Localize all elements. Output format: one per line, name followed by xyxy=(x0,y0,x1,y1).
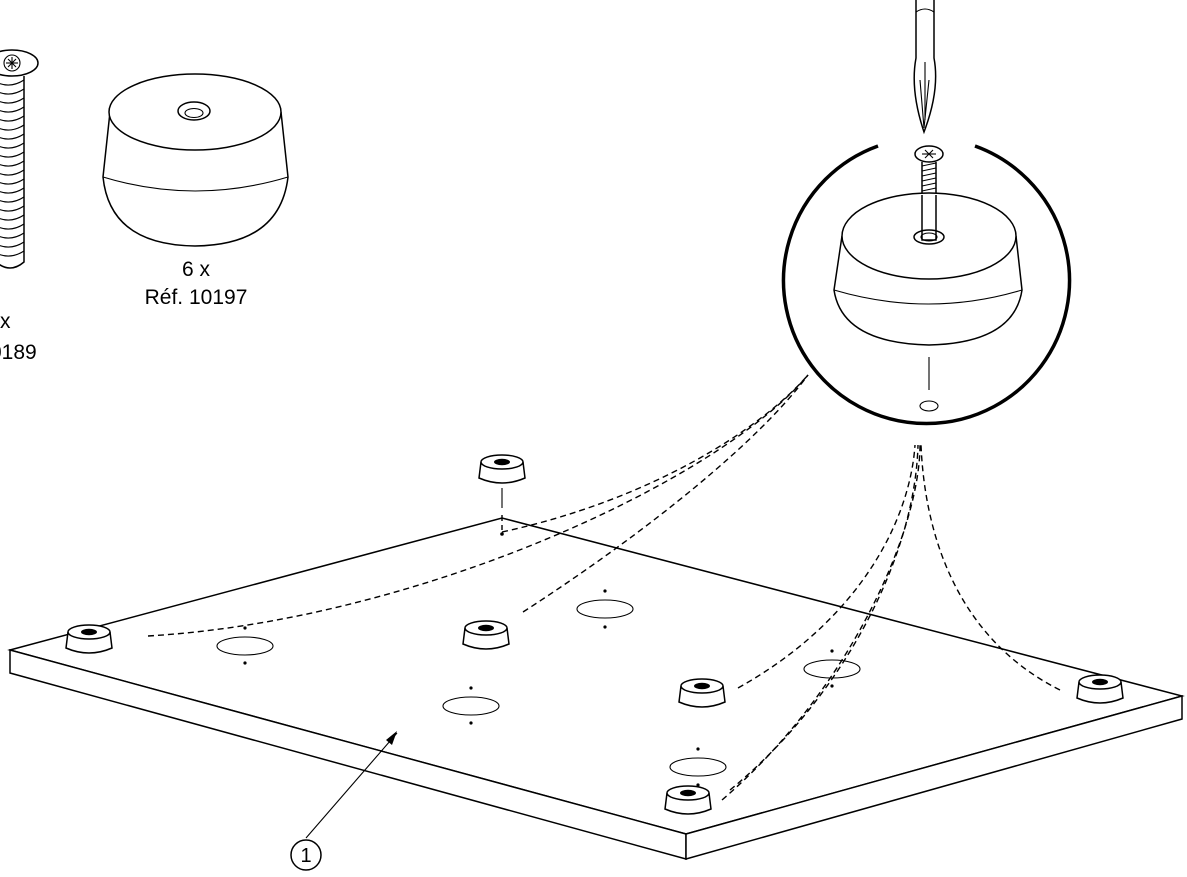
detail-pilot-hole xyxy=(919,400,939,412)
board-holes xyxy=(216,532,861,787)
foot-reference-label: Réf. 10197 xyxy=(145,286,248,309)
part-callout: 1 xyxy=(290,731,398,871)
foot-front-right xyxy=(664,785,712,815)
board-panel xyxy=(7,517,1185,860)
screw-threads xyxy=(0,79,25,257)
detail-magnifier xyxy=(781,0,1072,426)
screwdriver-icon xyxy=(913,0,937,135)
detail-foot-icon xyxy=(833,192,1023,346)
foot-quantity-label: 6 x xyxy=(182,258,211,281)
assembly-paths xyxy=(147,374,1061,801)
foot-right-center xyxy=(678,678,726,708)
foot-lifted xyxy=(478,454,526,484)
callout-number: 1 xyxy=(300,845,311,867)
placed-feet xyxy=(65,454,1124,815)
foot-center xyxy=(462,620,510,650)
screw-reference-label: 0189 xyxy=(0,341,37,364)
screw-part-illustration xyxy=(0,49,39,269)
foot-front-left xyxy=(65,624,113,654)
phillips-head-icon xyxy=(3,54,21,72)
foot-part-illustration xyxy=(102,73,289,247)
foot-back-right xyxy=(1076,674,1124,704)
screw-quantity-label: x xyxy=(0,310,11,333)
